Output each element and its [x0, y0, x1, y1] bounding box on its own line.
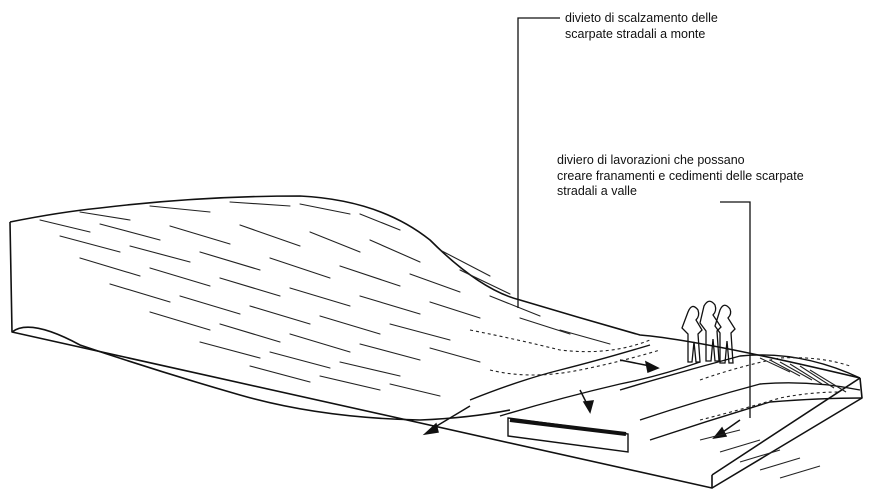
terrain-block — [10, 196, 862, 488]
annotation-line: creare franamenti e cedimenti delle scar… — [557, 169, 804, 185]
annotation-line: scarpate stradali a monte — [565, 27, 718, 43]
annotation-uphill-scarp: divieto di scalzamento delle scarpate st… — [565, 11, 718, 42]
people-group — [682, 301, 735, 363]
annotation-downhill-scarp: diviero di lavorazioni che possano crear… — [557, 153, 804, 200]
annotation-line: diviero di lavorazioni che possano — [557, 153, 804, 169]
slope-hatching — [40, 202, 610, 396]
annotation-line: divieto di scalzamento delle — [565, 11, 718, 27]
annotation-line: stradali a valle — [557, 184, 804, 200]
downhill-bank — [700, 358, 846, 478]
